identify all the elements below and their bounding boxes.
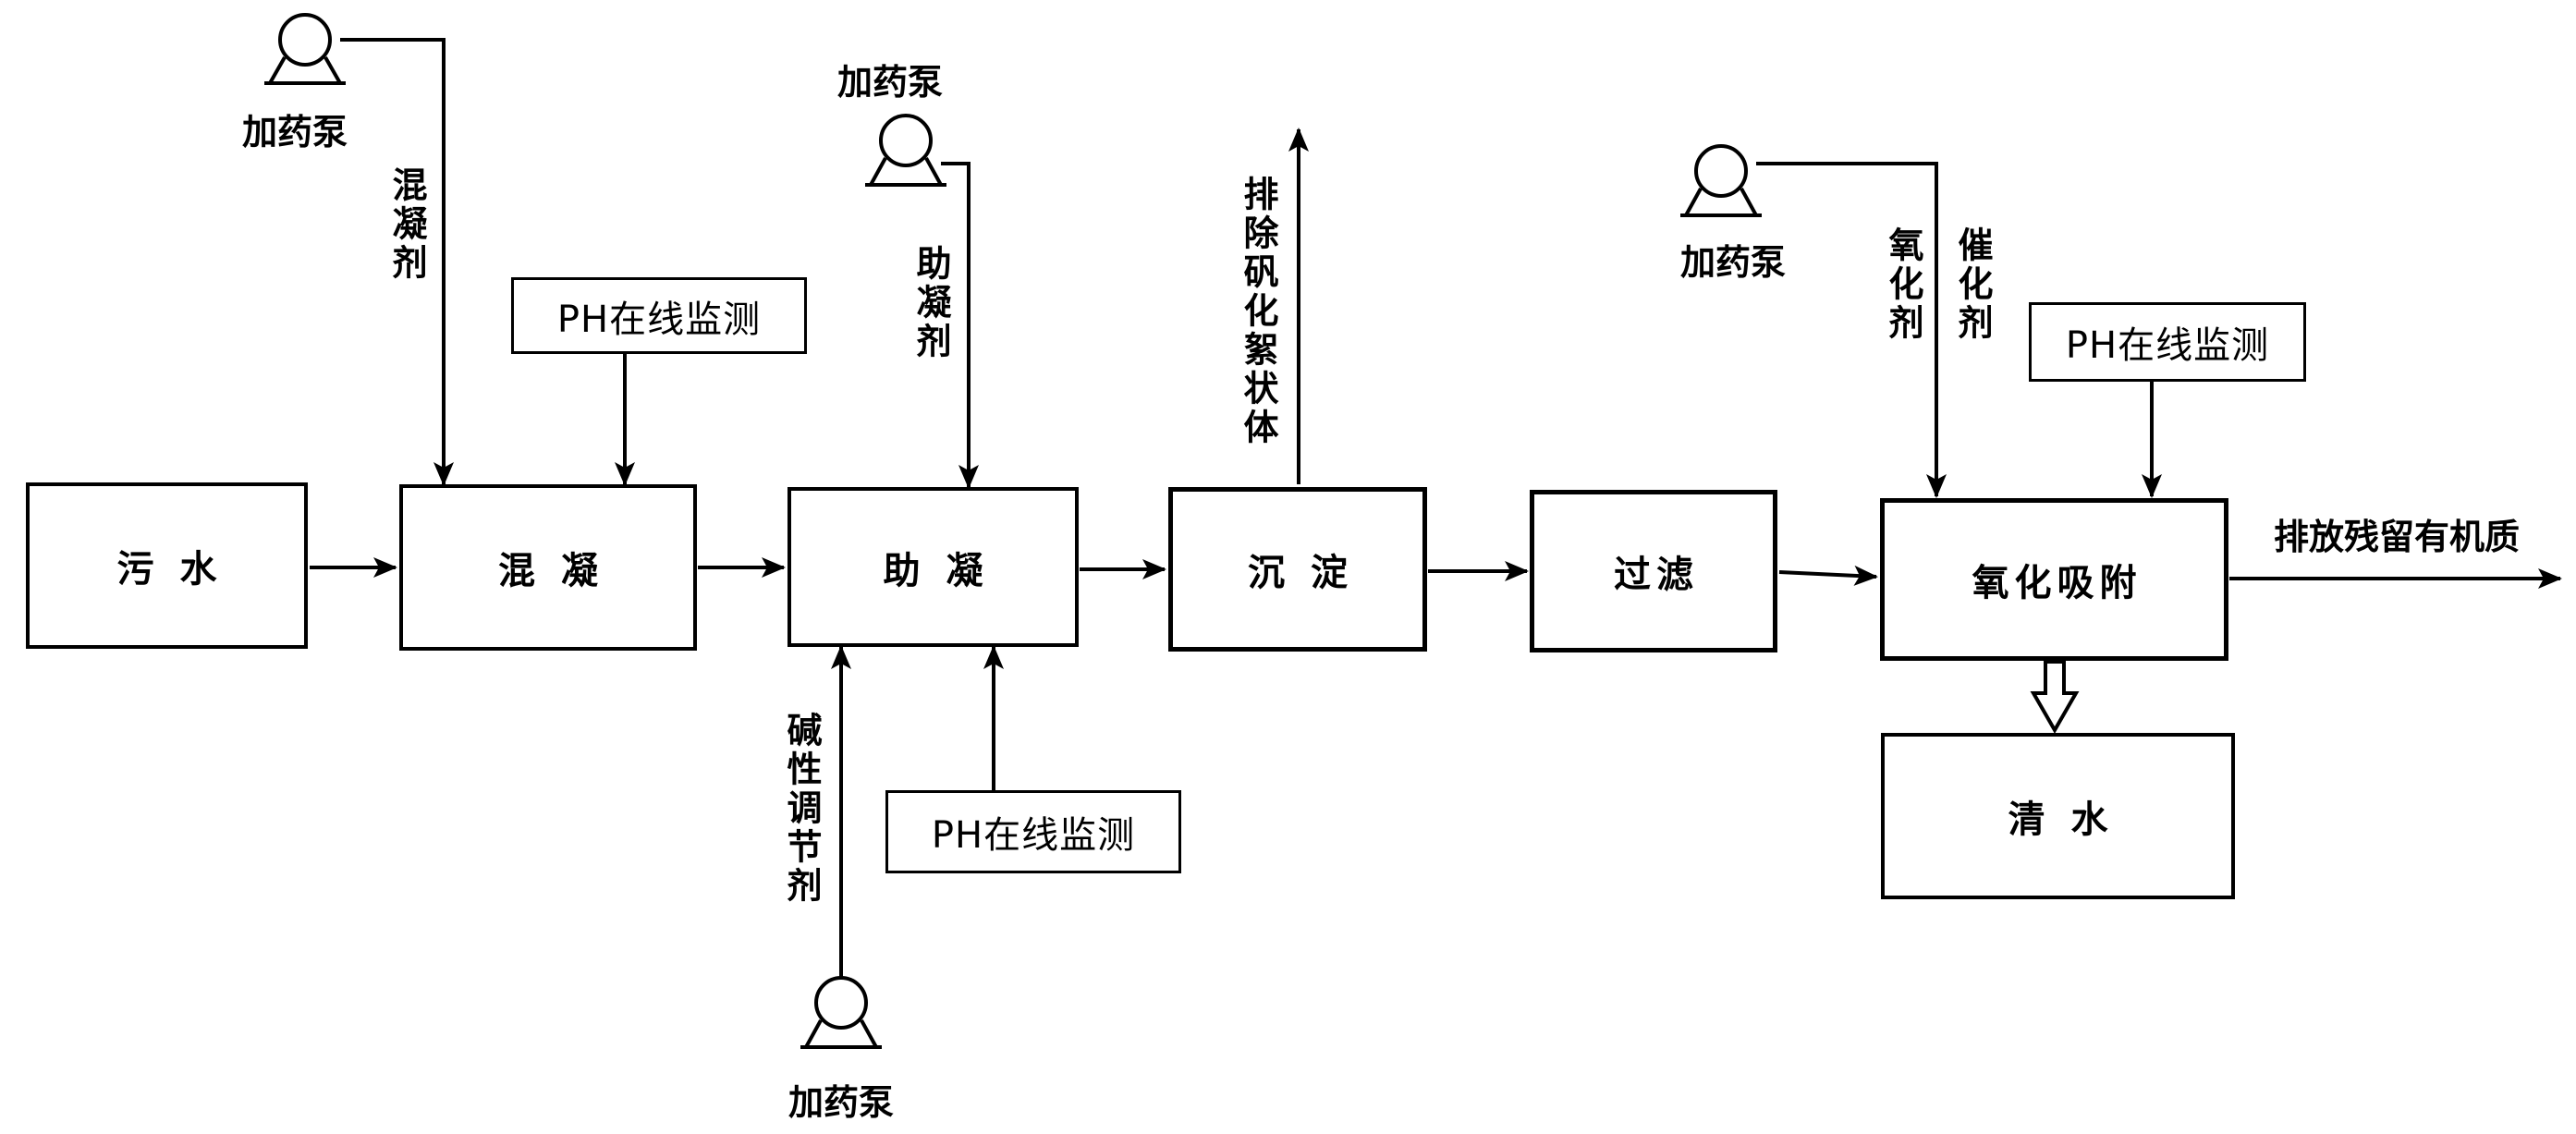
ph-monitor-2: PH在线监测 — [885, 790, 1181, 873]
arrow-oxidation-to-clean-water — [2030, 660, 2080, 735]
label-filtration: 过滤 — [1614, 554, 1699, 596]
label-catalyst: 催化剂 — [1952, 226, 1993, 343]
box-aid-coagulation: 助凝 — [787, 487, 1079, 647]
label-oxidation-adsorption: 氧化吸附 — [1972, 562, 2143, 604]
pump-1-label: 加药泵 — [242, 112, 348, 152]
ph-monitor-1: PH在线监测 — [511, 277, 807, 354]
label-alkaline-regulator: 碱性调节剂 — [781, 712, 822, 906]
label-oxidant: 氧化剂 — [1883, 226, 1923, 343]
box-clean-water: 清水 — [1881, 733, 2235, 899]
line-coagulant-feed — [340, 38, 454, 486]
arrow-filtration-to-oxidation — [1778, 565, 1878, 586]
label-discharge-organics: 排放残留有机质 — [2274, 517, 2521, 557]
pump-2-icon — [865, 114, 946, 187]
label-coagulant-aid: 助凝剂 — [910, 245, 951, 361]
label-coagulation: 混凝 — [498, 550, 624, 592]
box-oxidation-adsorption: 氧化吸附 — [1880, 498, 2228, 661]
pump-3-label: 加药泵 — [788, 1082, 895, 1123]
pump-4-icon — [1680, 144, 1762, 217]
pump-4-label: 加药泵 — [1680, 242, 1787, 283]
label-remove-alum-floc: 排除矾化絮状体 — [1238, 176, 1278, 447]
box-sedimentation: 沉淀 — [1168, 487, 1427, 652]
label-clean-water: 清水 — [2008, 799, 2134, 841]
box-sewage: 污水 — [26, 482, 308, 649]
line-coagulant-aid-feed — [941, 162, 979, 489]
pump-2-label: 加药泵 — [837, 62, 944, 103]
label-sewage: 污水 — [116, 548, 243, 591]
ph-monitor-3: PH在线监测 — [2029, 302, 2306, 382]
label-aid-coagulation: 助凝 — [883, 549, 1009, 592]
ph-monitor-1-label: PH在线监测 — [556, 298, 762, 341]
line-oxidant-feed — [1756, 162, 1947, 498]
label-coagulant: 混凝剂 — [386, 166, 427, 283]
ph-monitor-2-label: PH在线监测 — [931, 814, 1136, 857]
box-filtration: 过滤 — [1530, 490, 1777, 652]
pump-3-icon — [800, 976, 882, 1049]
ph-monitor-3-label: PH在线监测 — [2065, 324, 2270, 367]
pump-1-icon — [264, 13, 346, 85]
box-coagulation: 混凝 — [399, 484, 697, 651]
label-sedimentation: 沉淀 — [1248, 552, 1373, 594]
